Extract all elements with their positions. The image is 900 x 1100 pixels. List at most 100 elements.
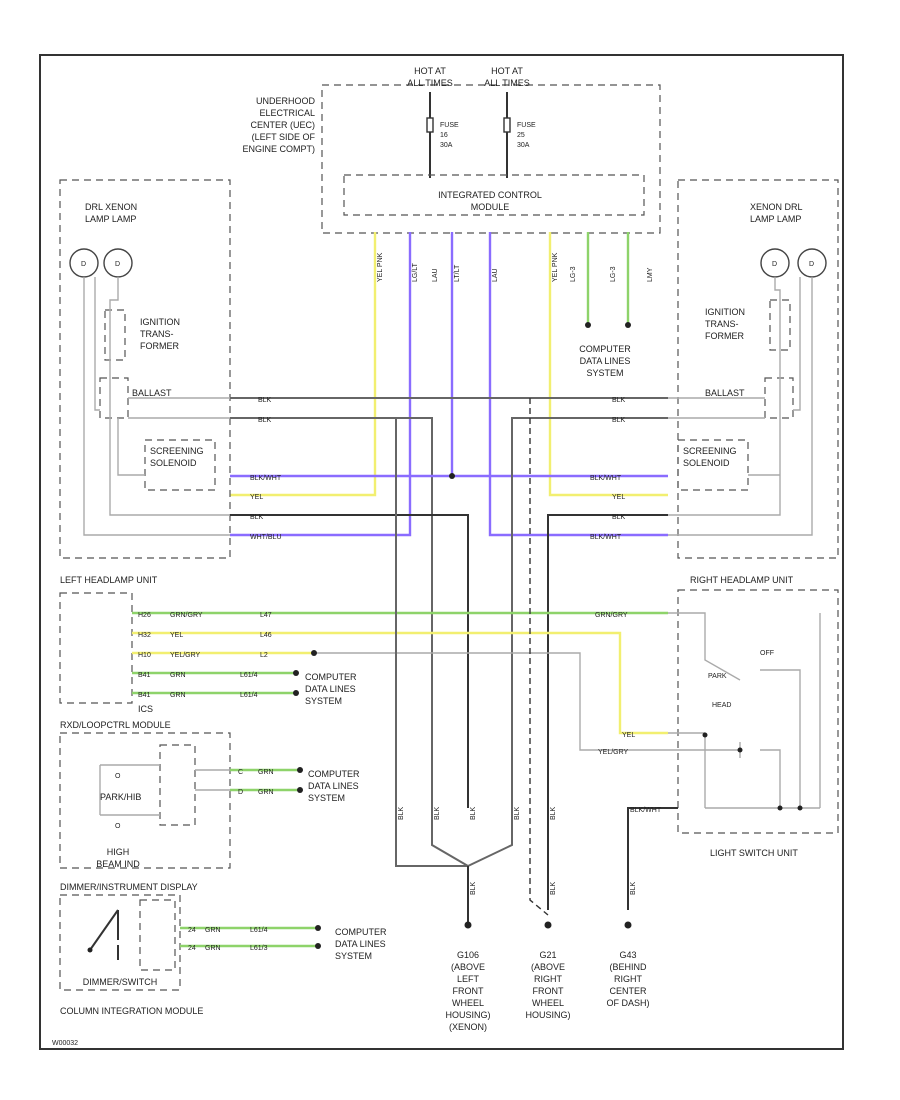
computer-top-1: COMPUTER [579,344,631,354]
lamp-glyph: D [115,261,120,268]
splice-dot [311,650,317,656]
ground-wire-g21-dash [529,398,549,916]
light-switch-internal-wires [668,612,821,809]
fuse-feed-wires [429,92,508,178]
ground-g106-label: G106 (ABOVE LEFT FRONT WHEEL HOUSING) (X… [446,950,491,1032]
icm-wire-vio-right [488,232,668,537]
wire-label: L47 [260,612,272,619]
wire-label: YEL/GRY [170,652,201,659]
wire-label: L61/4 [250,927,268,934]
uec-line-2: ELECTRICAL [259,108,315,118]
fuse-right-3: 30A [517,142,530,149]
computer-mid1-2: DATA LINES [305,684,356,694]
right-ignition-box [769,299,791,351]
left-unit-label: LEFT HEADLAMP UNIT [60,575,158,585]
dimmer-label: DIMMER/INSTRUMENT DISPLAY [60,882,198,892]
ground-wire-left-gry [395,418,468,867]
ground-label-line: FRONT [453,986,484,996]
icm-wire-yel-right [548,232,668,497]
wire-label: D [238,789,243,796]
fuse-25-icon [503,117,511,133]
lamp-glyph: D [772,261,777,268]
wire-label: BLK/WHT [630,807,662,814]
fuse-left-2: 16 [440,132,448,139]
uec-line-5: ENGINE COMPT) [242,144,315,154]
computer-mid1-3: SYSTEM [305,696,342,706]
wire-label: LG/LT [412,262,419,282]
hot-left-2: ALL TIMES [407,78,453,88]
ims-pin-glyph: O [115,773,121,780]
left-ignition-2: TRANS- [140,329,174,339]
harness-wire-blk-right [547,514,668,910]
splice-dot [449,473,455,479]
ground-g21-dot [544,921,552,929]
ims-inner-box [159,744,196,826]
uec-line-3: CENTER (UEC) [251,120,316,130]
dimmer-switch-icon [89,909,119,960]
switch-head-label: HEAD [712,702,731,709]
uec-label: UNDERHOOD ELECTRICAL CENTER (UEC) (LEFT … [242,96,315,154]
computer-mid2-2: DATA LINES [308,781,359,791]
wire-label: L61/3 [250,945,268,952]
right-lamp-header-2: LAMP LAMP [750,214,801,224]
switch-off-label: OFF [760,650,774,657]
fuse-left-1: FUSE [440,122,459,129]
left-ignition-1: IGNITION [140,317,180,327]
wire-label: GRN [205,927,221,934]
ground-label-line: WHEEL [532,998,564,1008]
connector-dot [293,670,299,676]
icm-wire-vio-left [230,232,412,537]
right-ignition-2: TRANS- [705,319,739,329]
splice-dot [737,747,743,753]
computer-top-2: DATA LINES [580,356,631,366]
hot-right-2: ALL TIMES [484,78,530,88]
wire-label: L61/4 [240,692,258,699]
right-internal-wires [668,277,813,536]
wire-label: H32 [138,632,151,639]
wire-label: BLK/WHT [590,475,622,482]
ground-label-line: RIGHT [614,974,643,984]
icm-wire-labels: YEL PNK LG/LT LAU LT/LT LAU YEL PNK LG-3… [377,252,654,282]
ground-g43-label: G43 (BEHIND RIGHT CENTER OF DASH) [606,950,649,1008]
fuse-16-icon [426,117,434,133]
wire-label: BLK [258,397,272,404]
wire-label: LAU [492,268,499,282]
ground-label-line: CENTER [609,986,647,996]
wire-label: B41 [138,692,151,699]
ground-g21-label: G21 (ABOVE RIGHT FRONT WHEEL HOUSING) [526,950,571,1020]
splice-dot [777,805,783,811]
wire-label: GRN [170,692,186,699]
diagram-frame [39,54,844,1050]
wire-label: BLK [612,397,626,404]
wire-label: WHT/BLU [250,534,282,541]
left-screening-1: SCREENING [150,446,204,456]
ground-g43-dot [624,921,632,929]
left-lamp-header-1: DRL XENON [85,202,137,212]
ics-wire-labels: H26 GRN/GRY L47 H32 YEL L46 H10 YEL/GRY … [138,612,272,699]
ground-label-line: HOUSING) [526,1010,571,1020]
wire-label: YEL PNK [552,252,559,282]
icm-wire-yel-left [230,232,377,497]
ground-label-line: LEFT [457,974,480,984]
light-switch-ground-wire [627,807,678,910]
switch-park-label: PARK [708,673,727,680]
wire-label: BLK [250,514,264,521]
harness-wire-blk-left [230,514,469,808]
computer-mid1-1: COMPUTER [305,672,357,682]
left-internal-wires [83,277,230,536]
wire-label: 24 [188,927,196,934]
ground-label-line: (BEHIND [609,962,647,972]
computer-mid2-3: SYSTEM [308,793,345,803]
connector-dot [625,322,631,328]
wire-label: YEL PNK [377,252,384,282]
wire-label: BLK [398,806,405,820]
wire-label: GRN [170,672,186,679]
wire-label: LMY [647,267,654,282]
wire-label: LG-3 [570,266,577,282]
left-ignition-3: FORMER [140,341,179,351]
wire-label: GRN [205,945,221,952]
diagram-code: W00032 [52,1040,78,1047]
lamp-glyph: D [809,261,814,268]
wire-label: GRN [258,769,274,776]
